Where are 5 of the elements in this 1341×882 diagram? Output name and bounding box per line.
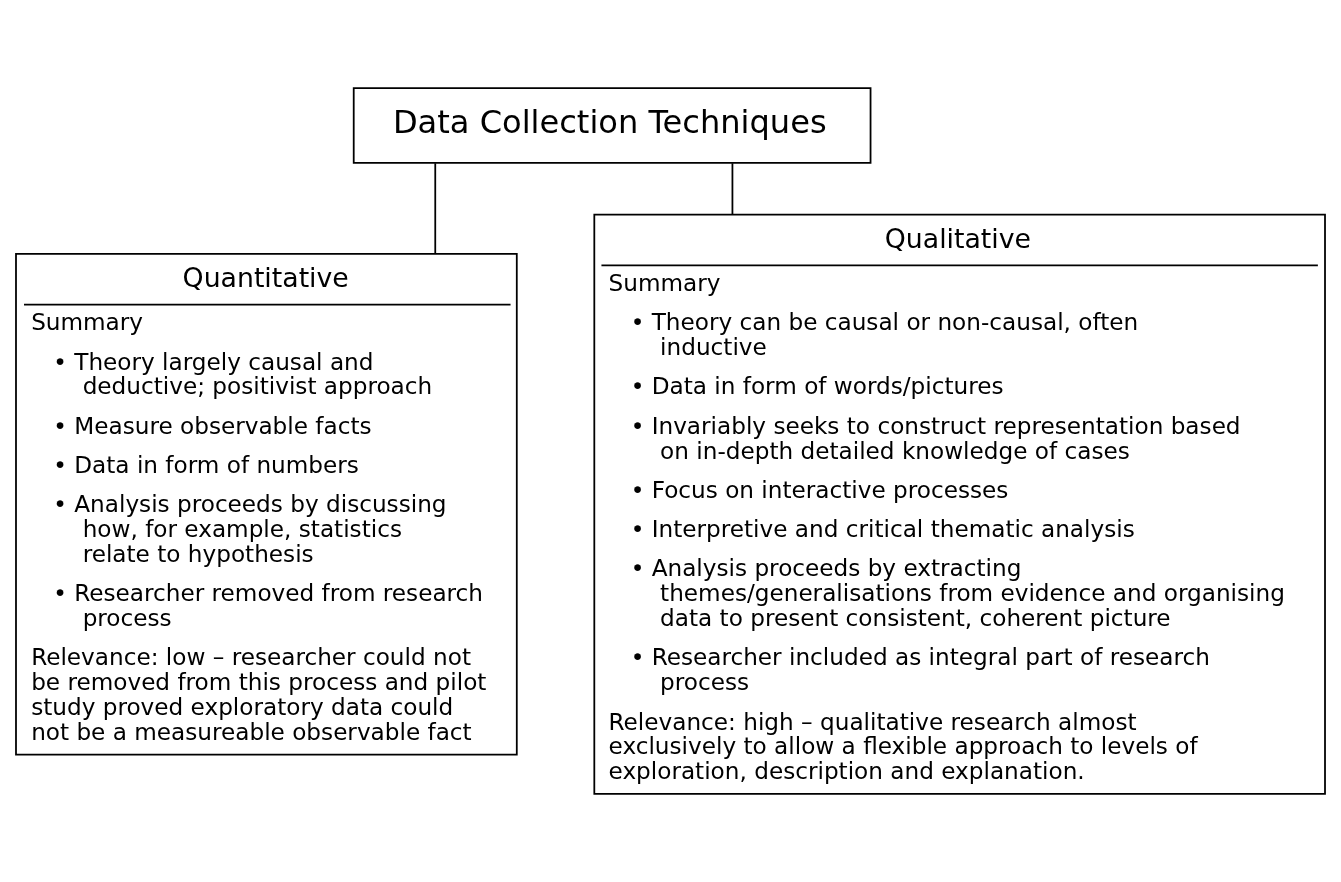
connector xyxy=(434,162,437,255)
connector xyxy=(731,162,734,216)
node-box: Data Collection Techniques xyxy=(352,87,872,164)
node-box: Quantitative Summary • Theory largely causal and deductive; positivist approach • Measure observable facts • Data in form of numbers • Analysis proceeds by discussing how, for example, statistics relate to hypothesis • Researcher removed from research process Relevance: low – researcher could not be removed from this process and pilot study proved exploratory data could not be a measureable observable fact xyxy=(15,253,518,756)
node-box: Qualitative Summary • Theory can be causal or non-causal, often inductive • Data in form of words/pictures • Invariably seeks to construct representation based on in-depth detailed knowledge of cases • Focus on interactive processes • Interpretive and critical thematic analysis • Analysis proceeds by extracting themes/generalisations from evidence and organising data to present consistent, coherent picture • Researcher included as integral part of research process Relevance: high – qualitative research almost exclusively to allow a flexible approach to levels of exploration, description and explanation. xyxy=(593,213,1326,795)
